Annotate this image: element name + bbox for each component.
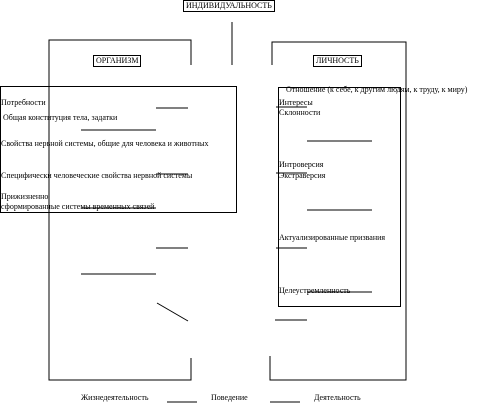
label-behavior: Поведение	[211, 393, 248, 402]
diagonal-line	[156, 302, 189, 322]
item-purposefulness: Целеустремленность	[279, 286, 351, 295]
item-lifetime: Прижизненно	[1, 192, 49, 201]
item-extraversion: Экстраверсия	[279, 171, 326, 180]
personality-properties-box	[278, 87, 401, 307]
relation-text: Отношение (к себе, к другим людям, к тру…	[286, 85, 468, 94]
item-vocations: Актуализированные призвания	[279, 233, 386, 242]
organism-heading: ОРГАНИЗМ	[93, 55, 142, 67]
organism-bracket	[48, 39, 192, 381]
label-activity: Деятельность	[314, 393, 361, 402]
item-nervous-human: Специфически человеческие свойства нервн…	[1, 171, 193, 180]
diagram-title: ИНДИВИДУАЛЬНОСТЬ	[183, 0, 275, 12]
item-nervous-general: Свойства нервной системы, общие для чело…	[1, 139, 209, 148]
item-inclinations: Склонности	[279, 108, 321, 117]
organism-properties-box	[0, 86, 237, 213]
item-introversion: Интроверсия	[279, 160, 324, 169]
label-life-activity: Жизнедеятельность	[81, 393, 149, 402]
item-temporal-links: сформированные системы временных связей	[1, 202, 155, 211]
item-interests: Интересы	[279, 98, 313, 107]
personality-heading: ЛИЧНОСТЬ	[313, 55, 362, 67]
item-constitution: Общая конституция тела, задатки	[3, 113, 118, 122]
personality-bracket	[269, 41, 407, 381]
item-needs: Потребности	[1, 98, 46, 107]
